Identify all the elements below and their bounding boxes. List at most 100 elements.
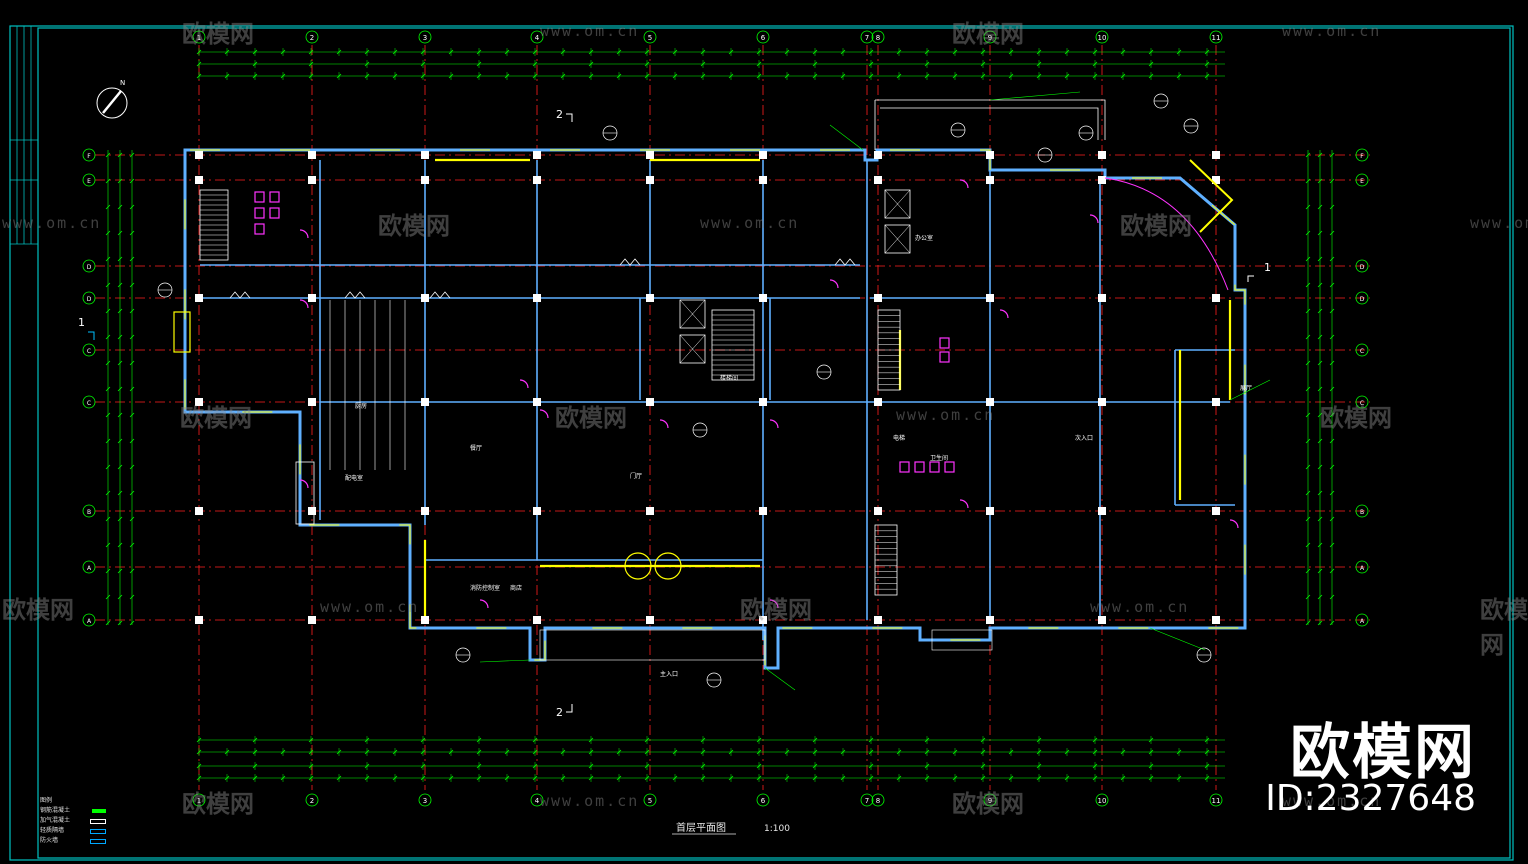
dimension-tick (129, 204, 135, 210)
structural-column (533, 507, 541, 515)
toilet-fixture (269, 191, 280, 203)
axis-label: 2 (310, 34, 314, 42)
room-label: 门厅 (630, 472, 642, 480)
room-label: 主入口 (660, 670, 678, 678)
structural-column (874, 176, 882, 184)
dimension-tick (129, 594, 135, 600)
structural-column (986, 507, 994, 515)
dimension-tick (117, 542, 123, 548)
elevator-cross (884, 224, 911, 254)
curved-wall (1104, 177, 1229, 291)
axis-label: B (87, 509, 91, 516)
section-mark-right: 1 (1247, 261, 1271, 282)
drawing-scale: 1:100 (764, 824, 790, 834)
axis-label: C (87, 348, 91, 355)
dimension-tick (1329, 152, 1335, 158)
axis-bubble (871, 793, 885, 807)
dimension-tick (1317, 204, 1323, 210)
dimension-tick (129, 490, 135, 496)
legend-item: 防火墙 (40, 836, 114, 846)
axis-label: 7 (865, 797, 869, 805)
door-swing (959, 179, 969, 189)
room-label: 次入口 (1075, 434, 1093, 442)
elevator-shaft (679, 334, 706, 364)
entrance-canopy (1189, 159, 1234, 233)
dimension-tick (1305, 308, 1311, 314)
dimension-tick (105, 334, 111, 340)
axis-bubble (418, 30, 432, 44)
dimension-tick (1305, 386, 1311, 392)
dimension-tick (1317, 308, 1323, 314)
window-mark (619, 258, 641, 266)
axis-bubble (82, 148, 96, 162)
structural-column (874, 151, 882, 159)
dimension-tick (129, 308, 135, 314)
dimension-tick (129, 464, 135, 470)
elevator-cross (884, 189, 911, 219)
dimension-tick (1305, 152, 1311, 158)
dimension-tick (129, 334, 135, 340)
svg-text:1: 1 (78, 316, 85, 329)
axis-label: C (87, 400, 91, 407)
dimension-tick (105, 204, 111, 210)
dimension-tick (105, 620, 111, 626)
dimension-tick (1305, 282, 1311, 288)
legend-title: 图例 (40, 797, 53, 804)
dimension-tick (129, 412, 135, 418)
structural-column (759, 616, 767, 624)
structural-column (874, 507, 882, 515)
axis-label: 5 (648, 34, 652, 42)
axis-label: 2 (310, 797, 314, 805)
dimension-tick (1317, 516, 1323, 522)
dimension-tick (1305, 412, 1311, 418)
legend-swatch (90, 829, 106, 834)
dimension-tick (1329, 334, 1335, 340)
dimension-tick (129, 386, 135, 392)
legend: 图例 钢筋混凝土 加气混凝土 轻质隔墙 防火墙 (40, 796, 114, 856)
axis-label: B (1360, 509, 1364, 516)
dimension-tick (129, 438, 135, 444)
door-swing (829, 279, 839, 289)
elevator-shaft (679, 299, 706, 329)
axis-bubble (1209, 793, 1223, 807)
room-label: 卫生间 (930, 454, 948, 462)
dimension-tick (1317, 464, 1323, 470)
toilet-fixture (939, 351, 950, 363)
structural-column (646, 294, 654, 302)
elevator-cross (679, 299, 706, 329)
structural-column (533, 151, 541, 159)
brand-logo-text: 欧模网 (1290, 718, 1476, 788)
window-mark (429, 291, 451, 299)
dimension-tick (129, 152, 135, 158)
axis-bubble (1355, 343, 1369, 357)
axis-bubble (530, 30, 544, 44)
dimension-tick (1329, 386, 1335, 392)
dimension-tick (1317, 594, 1323, 600)
dimension-tick (1329, 230, 1335, 236)
structural-column (533, 616, 541, 624)
dimension-tick (117, 282, 123, 288)
room-label: 展厅 (1240, 385, 1252, 392)
toilet-fixture (944, 461, 955, 473)
dimension-tick (117, 230, 123, 236)
axis-label: C (1360, 400, 1364, 407)
structural-column (874, 398, 882, 406)
axis-label: 8 (876, 34, 880, 42)
dimension-tick (105, 360, 111, 366)
dimension-tick (1305, 334, 1311, 340)
axis-bubble (1355, 395, 1369, 409)
structural-column (986, 176, 994, 184)
axis-label: E (87, 178, 91, 185)
revolving-door (654, 552, 682, 580)
legend-swatch (90, 839, 106, 844)
axis-bubble (1355, 148, 1369, 162)
axis-label: 10 (1098, 34, 1107, 42)
axis-bubble (192, 793, 206, 807)
axis-bubble (1209, 30, 1223, 44)
dimension-tick (117, 594, 123, 600)
axis-bubble (1355, 613, 1369, 627)
dimension-tick (1317, 412, 1323, 418)
axis-label: E (1360, 178, 1364, 185)
annotation-leader (1149, 627, 1206, 651)
